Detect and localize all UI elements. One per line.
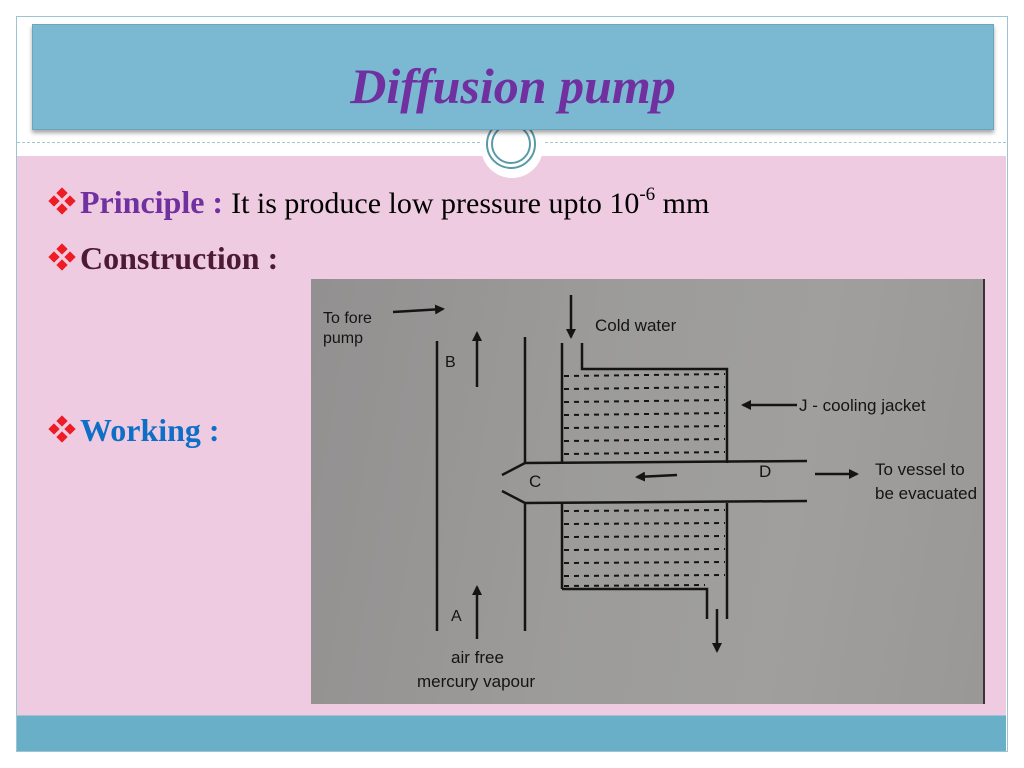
divider-right [545,142,1006,143]
label-to-fore-pump-1: To fore [323,310,372,327]
bullet-principle: Principle : It is produce low pressure u… [48,184,709,221]
label-mercury-vapour: mercury vapour [417,672,535,691]
bullet-working: Working : [48,412,220,449]
construction-label: Construction : [80,240,279,276]
flow-arrows [392,295,859,653]
diamond-bullet-icon [48,415,78,443]
diamond-bullet-icon [48,187,78,215]
label-cooling-jacket: J - cooling jacket [799,396,926,415]
slide-title: Diffusion pump [350,58,676,114]
principle-unit: mm [655,187,710,220]
label-air-free: air free [451,648,504,667]
principle-text: It is produce low pressure upto 10-6 mm [231,184,710,221]
divider-left [17,142,485,143]
principle-text-main: It is produce low pressure upto 10 [231,187,640,220]
label-to-fore-pump-2: pump [323,330,363,347]
bullet-construction: Construction : [48,240,278,277]
label-to-vessel-2: be evacuated [875,484,977,503]
ring-ornament-inner [491,124,531,164]
label-d: D [759,462,771,481]
diffusion-pump-diagram: To fore pump B Cold water J - cooling ja… [311,279,985,704]
footer-bar [17,715,1006,751]
label-to-vessel-1: To vessel to [875,460,965,479]
principle-exponent: -6 [639,184,656,205]
label-b: B [445,354,456,371]
diamond-bullet-icon [48,243,78,271]
diagram-svg: To fore pump B Cold water J - cooling ja… [323,295,977,691]
principle-label: Principle : [80,184,224,220]
title-bar: Diffusion pump [32,24,994,130]
label-c: C [529,472,541,491]
working-label: Working : [80,412,220,448]
label-a: A [451,608,462,625]
label-cold-water: Cold water [595,316,677,335]
